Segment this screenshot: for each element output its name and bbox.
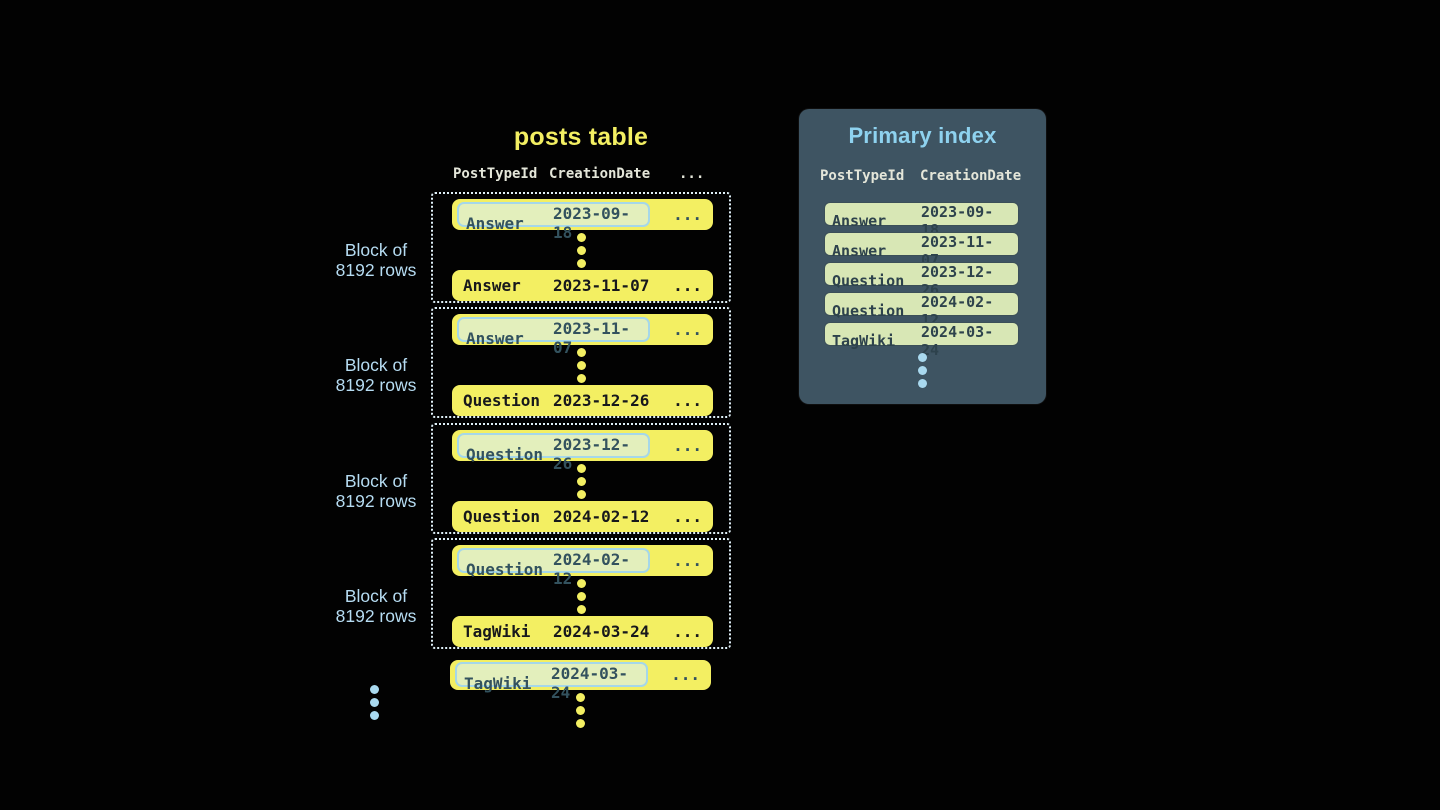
row-type-cell: Answer — [466, 328, 524, 348]
row-more-cell: ... — [673, 507, 702, 526]
row-date-cell: 2024-02-12 — [553, 507, 650, 526]
row-type-cell: Question — [466, 559, 544, 579]
next-block-first-row: ... TagWiki 2024-03-24 — [450, 660, 711, 702]
index-row-4: Question 2024-02-12 — [824, 292, 1019, 329]
row-more-cell: ... — [673, 551, 702, 570]
block-4-last-row: TagWiki 2024-03-24 ... — [452, 616, 713, 647]
block-4-label: Block of 8192 rows — [326, 586, 426, 626]
block-label-line1: Block of — [344, 586, 408, 606]
block-1-last-row: Answer 2023-11-07 ... — [452, 270, 713, 301]
row-type-cell: Question — [463, 507, 541, 526]
hidden-rows-ellipsis — [576, 579, 586, 614]
more-index-entries-ellipsis — [918, 353, 927, 388]
rows-block-4: ... Question 2024-02-12 TagWiki 2024-03-… — [431, 538, 731, 649]
block-1-label: Block of 8192 rows — [326, 240, 426, 280]
rows-block-2: ... Answer 2023-11-07 Question 2023-12-2… — [431, 307, 731, 418]
block-2-label: Block of 8192 rows — [326, 355, 426, 395]
index-entry-highlight: Answer 2023-09-18 — [457, 202, 650, 242]
column-header-posttypeid: PostTypeId — [453, 166, 538, 182]
row-more-cell: ... — [673, 391, 702, 410]
block-3-first-row: ... Question 2023-12-26 — [452, 430, 713, 473]
row-date-cell: 2023-12-26 — [553, 391, 650, 410]
row-type-cell: Question — [463, 391, 541, 410]
posts-table-title: posts table — [513, 123, 649, 151]
row-more-cell: ... — [673, 276, 702, 295]
row-more-cell: ... — [673, 622, 702, 641]
block-label-line2: 8192 rows — [335, 606, 417, 626]
row-type-cell: TagWiki — [463, 622, 531, 641]
row-date-cell: 2024-03-24 — [921, 323, 994, 359]
row-type-cell: TagWiki — [464, 673, 532, 693]
column-header-posttypeid: PostTypeId — [820, 168, 905, 184]
hidden-rows-ellipsis — [576, 464, 586, 499]
block-label-line2: 8192 rows — [335, 491, 417, 511]
block-4-first-row: ... Question 2024-02-12 — [452, 545, 713, 588]
index-row-1: Answer 2023-09-18 — [824, 202, 1019, 239]
block-label-line2: 8192 rows — [335, 375, 417, 395]
block-2-first-row: ... Answer 2023-11-07 — [452, 314, 713, 357]
column-header-creationdate: CreationDate — [920, 168, 1022, 184]
index-entry-highlight: TagWiki 2024-03-24 — [455, 662, 648, 702]
row-more-cell: ... — [673, 205, 702, 224]
row-type-cell: TagWiki — [832, 332, 896, 350]
index-entry-highlight: Answer 2023-11-07 — [457, 317, 650, 357]
row-type-cell: Answer — [832, 242, 887, 260]
row-date-cell: 2023-09-18 — [553, 204, 631, 242]
row-more-cell: ... — [673, 320, 702, 339]
index-row-5: TagWiki 2024-03-24 — [824, 322, 1019, 359]
block-2-last-row: Question 2023-12-26 ... — [452, 385, 713, 416]
row-date-cell: 2023-11-07 — [553, 276, 650, 295]
block-3-label: Block of 8192 rows — [326, 471, 426, 511]
row-more-cell: ... — [671, 665, 700, 684]
block-3-last-row: Question 2024-02-12 ... — [452, 501, 713, 532]
index-entry-highlight: Question 2023-12-26 — [457, 433, 650, 473]
row-type-cell: Answer — [463, 276, 521, 295]
hidden-rows-ellipsis — [576, 233, 586, 268]
block-label-line1: Block of — [344, 240, 408, 260]
primary-index-column-headers: PostTypeId CreationDate — [820, 168, 1025, 184]
row-date-cell: 2024-02-12 — [553, 550, 631, 588]
column-header-more-icon: ... — [679, 166, 705, 182]
rows-block-3: ... Question 2023-12-26 Question 2024-02… — [431, 423, 731, 534]
row-date-cell: 2023-11-07 — [553, 319, 631, 357]
row-more-cell: ... — [673, 436, 702, 455]
rows-block-1: ... Answer 2023-09-18 Answer 2023-11-07 … — [431, 192, 731, 303]
more-blocks-ellipsis — [370, 685, 379, 720]
index-row-2: Answer 2023-11-07 — [824, 232, 1019, 269]
row-type-cell: Question — [832, 272, 905, 290]
index-row-3: Question 2023-12-26 — [824, 262, 1019, 299]
block-1-first-row: ... Answer 2023-09-18 — [452, 199, 713, 242]
primary-index-panel: Primary index PostTypeId CreationDate An… — [799, 109, 1046, 404]
hidden-rows-ellipsis — [576, 348, 586, 383]
row-type-cell: Question — [466, 444, 544, 464]
index-entry-highlight: Question 2024-02-12 — [457, 548, 650, 588]
row-type-cell: Question — [832, 302, 905, 320]
block-label-line1: Block of — [344, 471, 408, 491]
more-rows-ellipsis — [576, 693, 585, 728]
row-date-cell: 2024-03-24 — [553, 622, 650, 641]
posts-table-column-headers: PostTypeId CreationDate ... — [453, 166, 705, 182]
row-type-cell: Answer — [466, 213, 524, 233]
row-date-cell: 2024-03-24 — [551, 664, 629, 702]
row-type-cell: Answer — [832, 212, 887, 230]
column-header-creationdate: CreationDate — [549, 166, 651, 182]
primary-index-title: Primary index — [848, 123, 997, 148]
block-label-line2: 8192 rows — [335, 260, 417, 280]
block-label-line1: Block of — [344, 355, 408, 375]
row-date-cell: 2023-12-26 — [553, 435, 631, 473]
